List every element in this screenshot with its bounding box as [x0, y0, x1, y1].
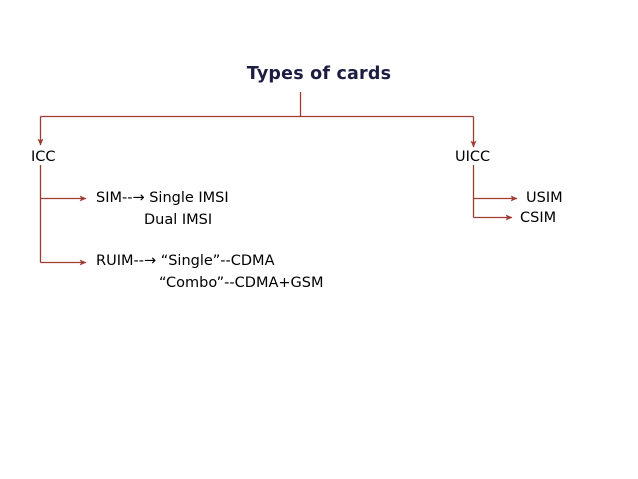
node-label-dual-imsi: Dual IMSI	[144, 212, 213, 228]
node-label-sim: SIM--→ Single IMSI	[96, 190, 229, 206]
node-label-icc: ICC	[31, 149, 56, 165]
node-label-uicc: UICC	[455, 149, 491, 165]
node-label-ruim: RUIM--→ “Single”--CDMA	[96, 253, 275, 269]
node-label-combo: “Combo”--CDMA+GSM	[159, 275, 324, 291]
page-title: Types of cards	[246, 64, 392, 84]
node-label-csim: CSIM	[520, 210, 557, 226]
node-label-usim: USIM	[526, 190, 563, 206]
